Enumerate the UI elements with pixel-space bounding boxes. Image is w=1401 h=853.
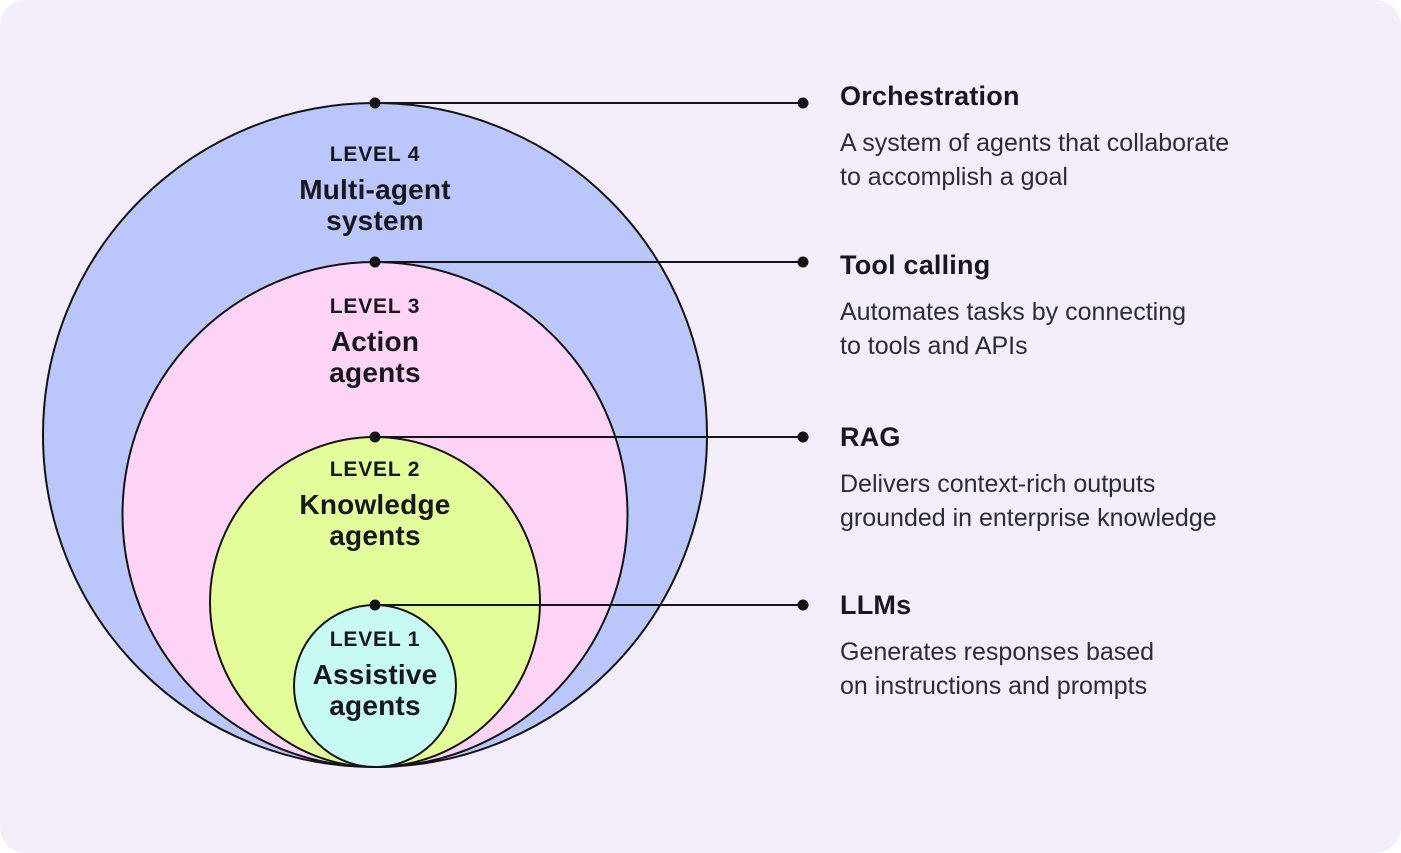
- annotation-tool-calling-description-line-2: to tools and APIs: [840, 332, 1028, 360]
- label-dot-rag: [797, 431, 809, 443]
- annotation-llms-title: LLMs: [840, 590, 912, 620]
- level-3-eyebrow: LEVEL 3: [329, 295, 421, 318]
- annotation-rag-description-line-1: Delivers context-rich outputs: [840, 470, 1156, 498]
- annotation-rag: RAG Delivers context-rich outputs ground…: [840, 422, 1380, 535]
- annotation-llms-description-line-2: on instructions and prompts: [840, 672, 1148, 700]
- level-1-title-line-2: agents: [329, 690, 421, 721]
- level-1-eyebrow: LEVEL 1: [329, 628, 421, 651]
- annotation-rag-title: RAG: [840, 422, 901, 452]
- level-2-eyebrow: LEVEL 2: [329, 458, 421, 481]
- anchor-dot-level-1: [369, 599, 381, 611]
- level-3-title-line-2: agents: [329, 357, 421, 388]
- level-1-title-line-1: Assistive: [312, 659, 438, 690]
- level-2-label-block: LEVEL 2 Knowledge agents: [175, 458, 575, 551]
- annotation-orchestration: Orchestration A system of agents that co…: [840, 81, 1380, 194]
- anchor-dot-level-2: [369, 431, 381, 443]
- level-2-title: Knowledge agents: [175, 489, 575, 551]
- level-4-eyebrow: LEVEL 4: [329, 143, 421, 166]
- label-dot-orchestration: [797, 97, 809, 109]
- connector-dot-group: [369, 97, 809, 611]
- annotation-llms-description: Generates responses based on instruction…: [840, 635, 1380, 703]
- level-3-label-block: LEVEL 3 Action agents: [175, 295, 575, 388]
- annotation-tool-calling-title: Tool calling: [840, 250, 991, 280]
- level-1-label-block: LEVEL 1 Assistive agents: [175, 628, 575, 721]
- connector-line-group: [375, 102, 803, 606]
- level-4-label-block: LEVEL 4 Multi-agent system: [175, 143, 575, 236]
- level-3-title-line-1: Action: [330, 326, 420, 357]
- anchor-dot-level-4: [369, 97, 381, 109]
- level-4-title-line-2: system: [326, 205, 424, 236]
- level-2-title-line-2: agents: [329, 520, 421, 551]
- annotation-rag-description-line-2: grounded in enterprise knowledge: [840, 504, 1217, 532]
- label-dot-llms: [797, 599, 809, 611]
- label-dot-tool-calling: [797, 256, 809, 268]
- annotation-llms-description-line-1: Generates responses based: [840, 638, 1155, 666]
- annotation-llms: LLMs Generates responses based on instru…: [840, 590, 1380, 703]
- annotation-orchestration-description-line-1: A system of agents that collaborate: [840, 129, 1230, 157]
- annotation-tool-calling-description: Automates tasks by connecting to tools a…: [840, 295, 1380, 363]
- anchor-dot-level-3: [369, 256, 381, 268]
- level-4-title: Multi-agent system: [175, 174, 575, 236]
- annotation-tool-calling-description-line-1: Automates tasks by connecting: [840, 298, 1187, 326]
- annotation-orchestration-title: Orchestration: [840, 81, 1020, 111]
- level-4-title-line-1: Multi-agent: [299, 174, 451, 205]
- annotation-orchestration-description-line-2: to accomplish a goal: [840, 163, 1068, 191]
- annotation-rag-description: Delivers context-rich outputs grounded i…: [840, 467, 1380, 535]
- level-2-title-line-1: Knowledge: [299, 489, 451, 520]
- annotation-tool-calling: Tool calling Automates tasks by connecti…: [840, 250, 1380, 363]
- annotation-orchestration-description: A system of agents that collaborate to a…: [840, 126, 1380, 194]
- level-3-title: Action agents: [175, 326, 575, 388]
- level-1-title: Assistive agents: [175, 659, 575, 721]
